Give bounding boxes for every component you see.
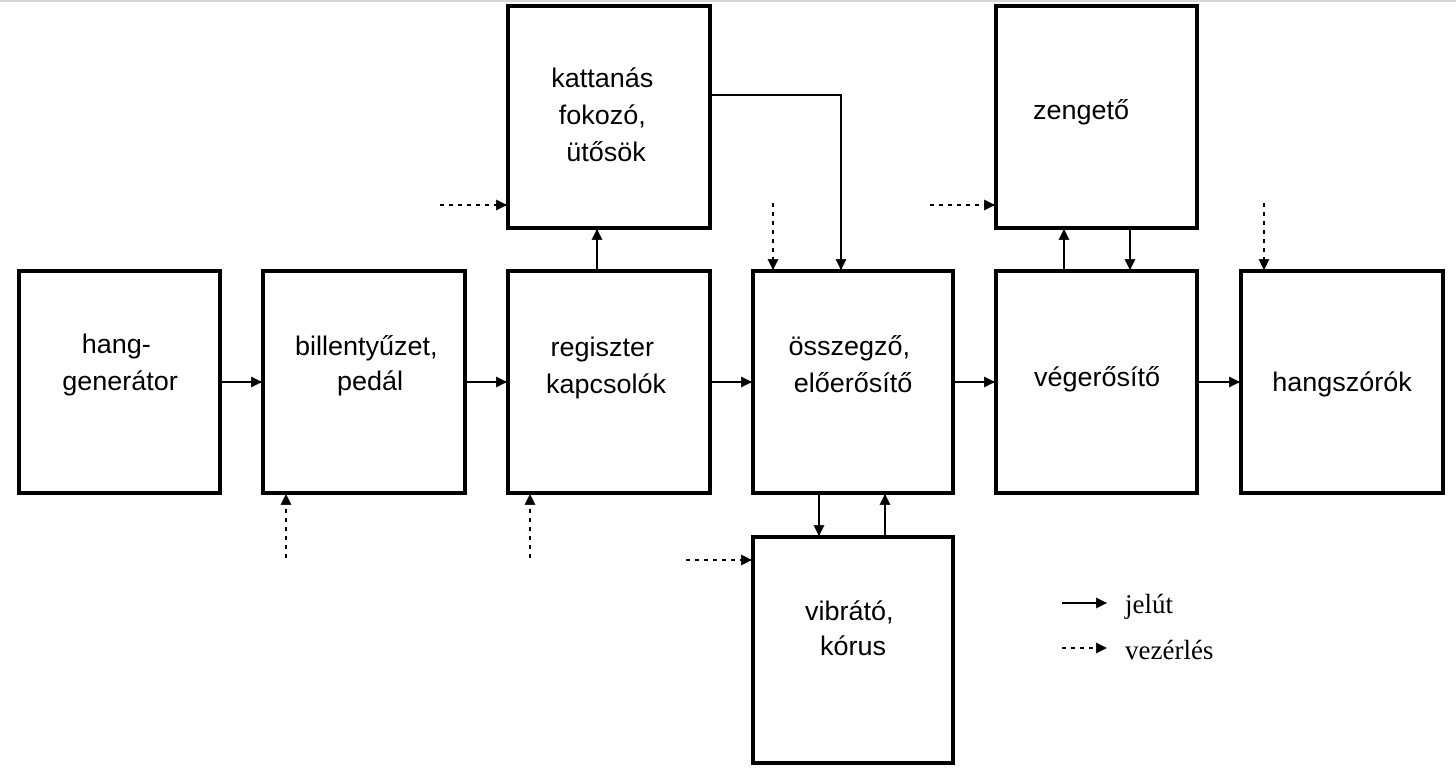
block-label: billentyűzet, pedál xyxy=(295,331,445,396)
block-label: kattanás fokozó, ütősök xyxy=(551,63,661,167)
block-label-line: kapcsolók xyxy=(546,369,667,399)
block-hang-generator: hang- generátor xyxy=(17,269,222,495)
block-label: regiszter kapcsolók xyxy=(546,332,667,399)
block-label-line: hang- xyxy=(82,329,151,359)
block-label-line: fokozó, xyxy=(559,100,646,130)
block-label: hangszórók xyxy=(1272,367,1412,397)
block-label-line: generátor xyxy=(62,366,178,396)
block-label-line: pedál xyxy=(337,366,403,396)
top-rule xyxy=(0,0,1456,2)
legend-signal-label: jelút xyxy=(1124,589,1173,619)
block-label-line: hangszórók xyxy=(1272,367,1412,397)
block-label-line: összegző, xyxy=(788,331,910,361)
block-label-line: zengető xyxy=(1033,95,1129,125)
block-label: vibrátó, kórus xyxy=(805,596,901,661)
block-label-line: billentyűzet, xyxy=(295,331,438,361)
block-label: végerősítő xyxy=(1034,362,1160,392)
block-label-line: kórus xyxy=(820,631,886,661)
block-label-line: vibrátó, xyxy=(805,596,894,626)
block-label-line: regiszter xyxy=(550,332,654,362)
block-label-line: előerősítő xyxy=(794,368,913,398)
block-regiszter-kapcsolok: regiszter kapcsolók xyxy=(506,269,712,495)
block-osszegzo-eloerosito: összegző, előerősítő xyxy=(751,269,955,495)
signal-arrow xyxy=(712,94,847,271)
block-label: zengető xyxy=(1033,95,1129,125)
block-label-line: végerősítő xyxy=(1034,362,1160,392)
legend: jelút vezérlés xyxy=(1062,589,1213,665)
block-vegerosito: végerősítő xyxy=(994,269,1199,495)
block-kattanas-fokozo-utosok: kattanás fokozó, ütősök xyxy=(506,4,712,230)
block-label-line: kattanás xyxy=(551,63,653,93)
block-zengeto: zengető xyxy=(994,4,1199,230)
block-label-line: ütősök xyxy=(566,137,646,167)
block-label: összegző, előerősítő xyxy=(788,331,917,398)
block-hangszorok: hangszórók xyxy=(1239,269,1445,495)
block-vibrato-korus: vibrátó, kórus xyxy=(751,535,955,765)
block-billentyuzet-pedal: billentyűzet, pedál xyxy=(261,269,467,495)
block-label: hang- generátor xyxy=(62,329,178,396)
legend-control-label: vezérlés xyxy=(1125,635,1213,665)
